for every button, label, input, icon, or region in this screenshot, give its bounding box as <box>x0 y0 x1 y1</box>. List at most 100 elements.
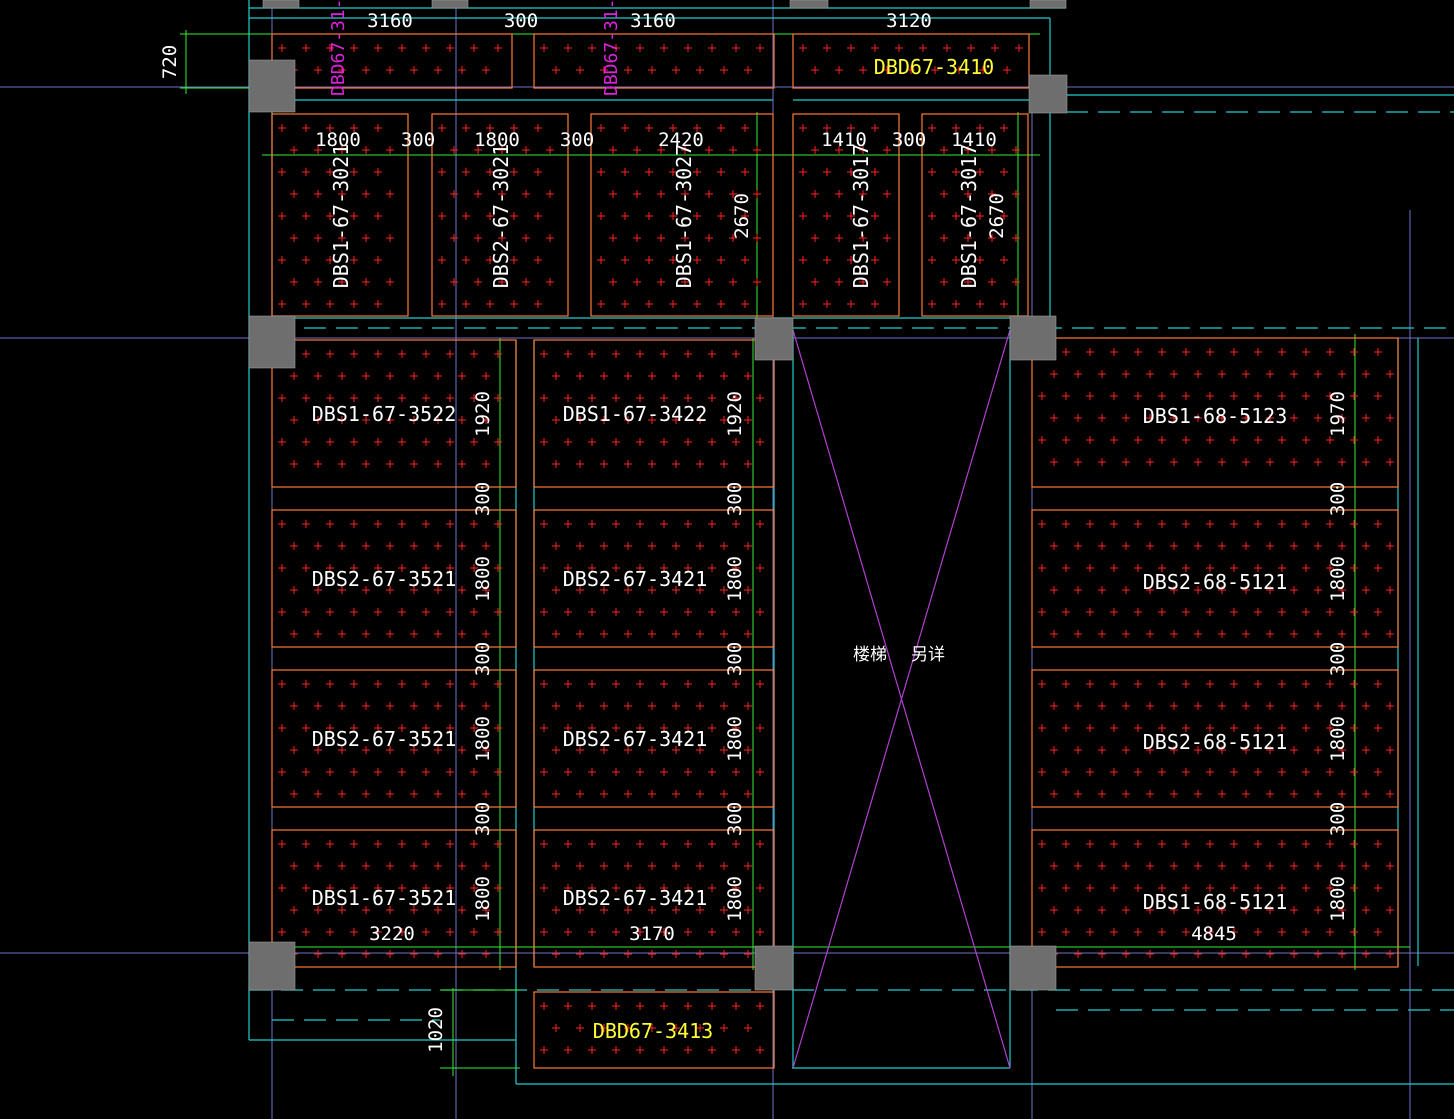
hatch-cross <box>684 840 692 848</box>
hatch-cross <box>494 680 502 688</box>
hatch-cross <box>1122 458 1130 466</box>
hatch-cross <box>552 372 560 380</box>
hatch-cross <box>350 350 358 358</box>
hatch-cross <box>458 746 466 754</box>
hatch-cross <box>386 702 394 710</box>
hatch-cross <box>1218 370 1226 378</box>
hatch-cross <box>1158 564 1166 572</box>
hatch-cross <box>326 212 334 220</box>
hatch-cross <box>1254 884 1262 892</box>
hatch-cross <box>976 256 984 264</box>
hatch-cross <box>600 66 608 74</box>
hatch-cross <box>597 168 605 176</box>
hatch-cross <box>314 146 322 154</box>
hatch-cross <box>964 190 972 198</box>
hatch-cross <box>612 768 620 776</box>
hatch-cross <box>633 234 641 242</box>
hatch-cross <box>1086 724 1094 732</box>
hatch-cross <box>823 256 831 264</box>
hatch-cross <box>576 950 584 958</box>
hatch-cross <box>1134 348 1142 356</box>
hatch-cross <box>1386 370 1394 378</box>
hatch-cross <box>1242 702 1250 710</box>
hatch-cross <box>458 950 466 958</box>
hatch-cross <box>1266 586 1274 594</box>
hatch-cross <box>708 350 716 358</box>
hatch-cross <box>278 212 286 220</box>
slab-label: DBS2-67-3521 <box>312 727 457 751</box>
hatch-cross <box>648 746 656 754</box>
hatch-cross <box>1206 564 1214 572</box>
hatch-cross <box>576 416 584 424</box>
hatch-cross <box>1386 542 1394 550</box>
hatch-cross <box>314 702 322 710</box>
hatch-cross <box>350 680 358 688</box>
hatch-cross <box>1110 564 1118 572</box>
hatch-cross <box>681 234 689 242</box>
hatch-cross <box>1230 884 1238 892</box>
hatch-cross <box>648 1024 656 1032</box>
hatch-cross <box>1110 608 1118 616</box>
hatch-cross <box>1326 884 1334 892</box>
hatch-cross <box>1266 630 1274 638</box>
top-dim: 3160 <box>367 10 413 32</box>
hatch-cross <box>729 278 737 286</box>
hatch-cross <box>290 416 298 424</box>
hatch-cross <box>648 702 656 710</box>
hatch-cross <box>1182 520 1190 528</box>
hatch-cross <box>1182 768 1190 776</box>
hatch-cross <box>552 702 560 710</box>
hatch-cross <box>636 438 644 446</box>
hatch-cross <box>600 906 608 914</box>
hatch-cross <box>1000 212 1008 220</box>
hatch-cross <box>1110 724 1118 732</box>
hatch-cross <box>1254 768 1262 776</box>
hatch-cross <box>326 928 334 936</box>
hatch-cross <box>470 724 478 732</box>
hatch-cross <box>1122 746 1130 754</box>
hatch-cross <box>1218 414 1226 422</box>
hatch-cross <box>1218 790 1226 798</box>
hatch-cross <box>522 146 530 154</box>
hatch-cross <box>720 746 728 754</box>
hatch-cross <box>684 520 692 528</box>
hatch-cross <box>494 350 502 358</box>
hatch-cross <box>1110 928 1118 936</box>
hatch-cross <box>326 884 334 892</box>
hatch-cross <box>462 212 470 220</box>
hatch-cross <box>540 724 548 732</box>
hatch-cross <box>410 460 418 468</box>
hatch-cross <box>1206 436 1214 444</box>
hatch-cross <box>326 256 334 264</box>
hatch-cross <box>1146 586 1154 594</box>
bottom-width: 3220 <box>369 923 415 945</box>
hatch-cross <box>470 350 478 358</box>
hatch-cross <box>883 190 891 198</box>
hatch-cross <box>338 146 346 154</box>
hatch-cross <box>1062 520 1070 528</box>
hatch-cross <box>1098 458 1106 466</box>
hatch-cross <box>1374 724 1382 732</box>
hatch-cross <box>1012 278 1020 286</box>
hatch-cross <box>645 256 653 264</box>
hatch-cross <box>976 300 984 308</box>
hatch-cross <box>976 168 984 176</box>
hatch-cross <box>1038 928 1046 936</box>
hatch-cross <box>660 1002 668 1010</box>
hatch-cross <box>609 278 617 286</box>
hatch-cross <box>955 66 963 74</box>
hatch-cross <box>588 1002 596 1010</box>
hatch-cross <box>278 724 286 732</box>
hatch-cross <box>1386 586 1394 594</box>
hatch-cross <box>693 256 701 264</box>
hatch-cross <box>386 950 394 958</box>
hatch-cross <box>1158 436 1166 444</box>
hatch-cross <box>1362 586 1370 594</box>
hatch-cross <box>952 300 960 308</box>
hatch-cross <box>928 256 936 264</box>
hatch-cross <box>486 300 494 308</box>
hatch-cross <box>1266 950 1274 958</box>
hatch-cross <box>1290 950 1298 958</box>
hatch-cross <box>1038 680 1046 688</box>
hatch-cross <box>1254 392 1262 400</box>
